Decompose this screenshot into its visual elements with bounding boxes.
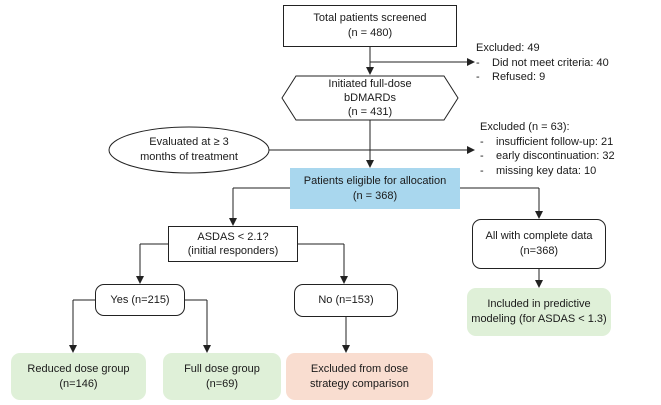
exclusion-note-1: Excluded: 49 -Did not meet criteria: 40 … bbox=[476, 41, 609, 85]
exclusion-2-item: -missing key data: 10 bbox=[480, 164, 597, 177]
evaluated-line-1: Evaluated at ≥ 3 bbox=[149, 136, 229, 148]
reduced-dose-label: Reduced dose group bbox=[27, 362, 130, 375]
all-complete-box: All with complete data (n=368) bbox=[472, 219, 606, 269]
eligible-box: Patients eligible for allocation (n = 36… bbox=[290, 168, 460, 209]
exclusion-1-item: -Did not meet criteria: 40 bbox=[476, 56, 609, 69]
predictive-line-2: modeling (for ASDAS < 1.3) bbox=[471, 313, 607, 325]
eligible-label: Patients eligible for allocation bbox=[303, 174, 447, 187]
all-complete-count: (n=368) bbox=[519, 245, 559, 257]
initiated-count: (n = 431) bbox=[347, 106, 393, 118]
initiated-hexagon bbox=[281, 75, 459, 121]
yes-label: Yes (n=215) bbox=[110, 293, 170, 306]
screened-count: (n = 480) bbox=[347, 27, 393, 39]
asdas-question: ASDAS < 2.1? bbox=[197, 231, 269, 243]
full-dose-label: Full dose group bbox=[184, 362, 260, 375]
excluded-dose-line-1: Excluded from dose bbox=[310, 362, 409, 375]
screened-label: Total patients screened bbox=[313, 12, 427, 24]
no-label: No (n=153) bbox=[318, 294, 374, 306]
exclusion-2-item: -insufficient follow-up: 21 bbox=[480, 135, 614, 148]
eligible-count: (n = 368) bbox=[352, 189, 398, 202]
evaluated-label: Evaluated at ≥ 3 months of treatment bbox=[120, 133, 258, 167]
full-dose-count: (n=69) bbox=[205, 377, 239, 390]
evaluated-line-2: months of treatment bbox=[140, 151, 238, 163]
initiated-line-2: bDMARDs bbox=[344, 92, 396, 104]
excluded-dose-line-2: strategy comparison bbox=[309, 377, 410, 390]
all-complete-label: All with complete data bbox=[485, 230, 593, 242]
asdas-subtitle: (initial responders) bbox=[187, 245, 279, 257]
initiated-line-1: Initiated full-dose bbox=[328, 78, 412, 90]
exclusion-1-title: Excluded: 49 bbox=[476, 42, 540, 54]
exclusion-1-item: -Refused: 9 bbox=[476, 71, 546, 83]
predictive-line-1: Included in predictive bbox=[487, 298, 591, 310]
full-dose-box: Full dose group (n=69) bbox=[163, 353, 281, 400]
screened-box: Total patients screened (n = 480) bbox=[283, 5, 457, 47]
excluded-dose-box: Excluded from dose strategy comparison bbox=[286, 353, 433, 400]
reduced-dose-box: Reduced dose group (n=146) bbox=[11, 353, 146, 400]
yes-box: Yes (n=215) bbox=[95, 284, 185, 316]
no-box: No (n=153) bbox=[294, 284, 398, 317]
reduced-dose-count: (n=146) bbox=[59, 377, 98, 390]
exclusion-2-item: -early discontinuation: 32 bbox=[480, 150, 615, 162]
asdas-decision-box: ASDAS < 2.1? (initial responders) bbox=[168, 226, 298, 262]
exclusion-note-2: Excluded (n = 63): -insufficient follow-… bbox=[480, 120, 615, 178]
initiated-box: Initiated full-dose bDMARDs (n = 431) bbox=[296, 76, 444, 120]
predictive-box: Included in predictive modeling (for ASD… bbox=[467, 288, 611, 336]
exclusion-2-title: Excluded (n = 63): bbox=[480, 121, 570, 133]
